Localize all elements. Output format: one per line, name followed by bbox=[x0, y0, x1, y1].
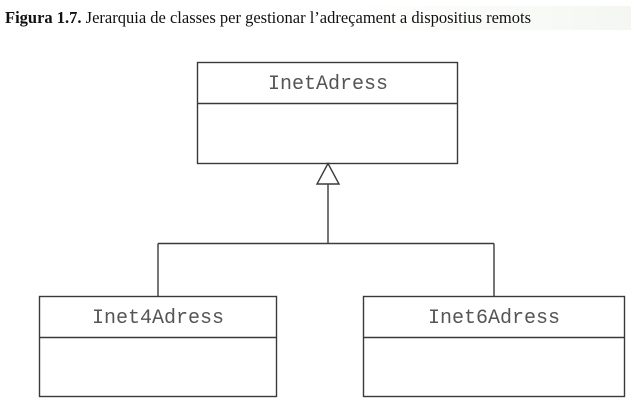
subclass-inet4-outline bbox=[38, 295, 278, 398]
superclass-outline bbox=[196, 61, 459, 165]
figure-label: Figura 1.7. bbox=[5, 8, 82, 27]
figure-caption: Figura 1.7. Jerarquia de classes per ges… bbox=[5, 6, 631, 30]
subclass-inet6-name: Inet6Adress bbox=[428, 307, 560, 330]
subclass-box-inet4: Inet4Adress bbox=[38, 295, 278, 398]
inheritance-connector bbox=[157, 162, 495, 297]
subclass-inet6-outline bbox=[362, 295, 626, 398]
subclass-inet4-name: Inet4Adress bbox=[92, 307, 224, 330]
figure-caption-text: Jerarquia de classes per gestionar l’adr… bbox=[85, 8, 532, 27]
superclass-box: InetAdress bbox=[196, 61, 459, 165]
inheritance-arrowhead bbox=[315, 162, 341, 185]
subclass-box-inet6: Inet6Adress bbox=[362, 295, 626, 398]
superclass-name: InetAdress bbox=[268, 73, 388, 96]
